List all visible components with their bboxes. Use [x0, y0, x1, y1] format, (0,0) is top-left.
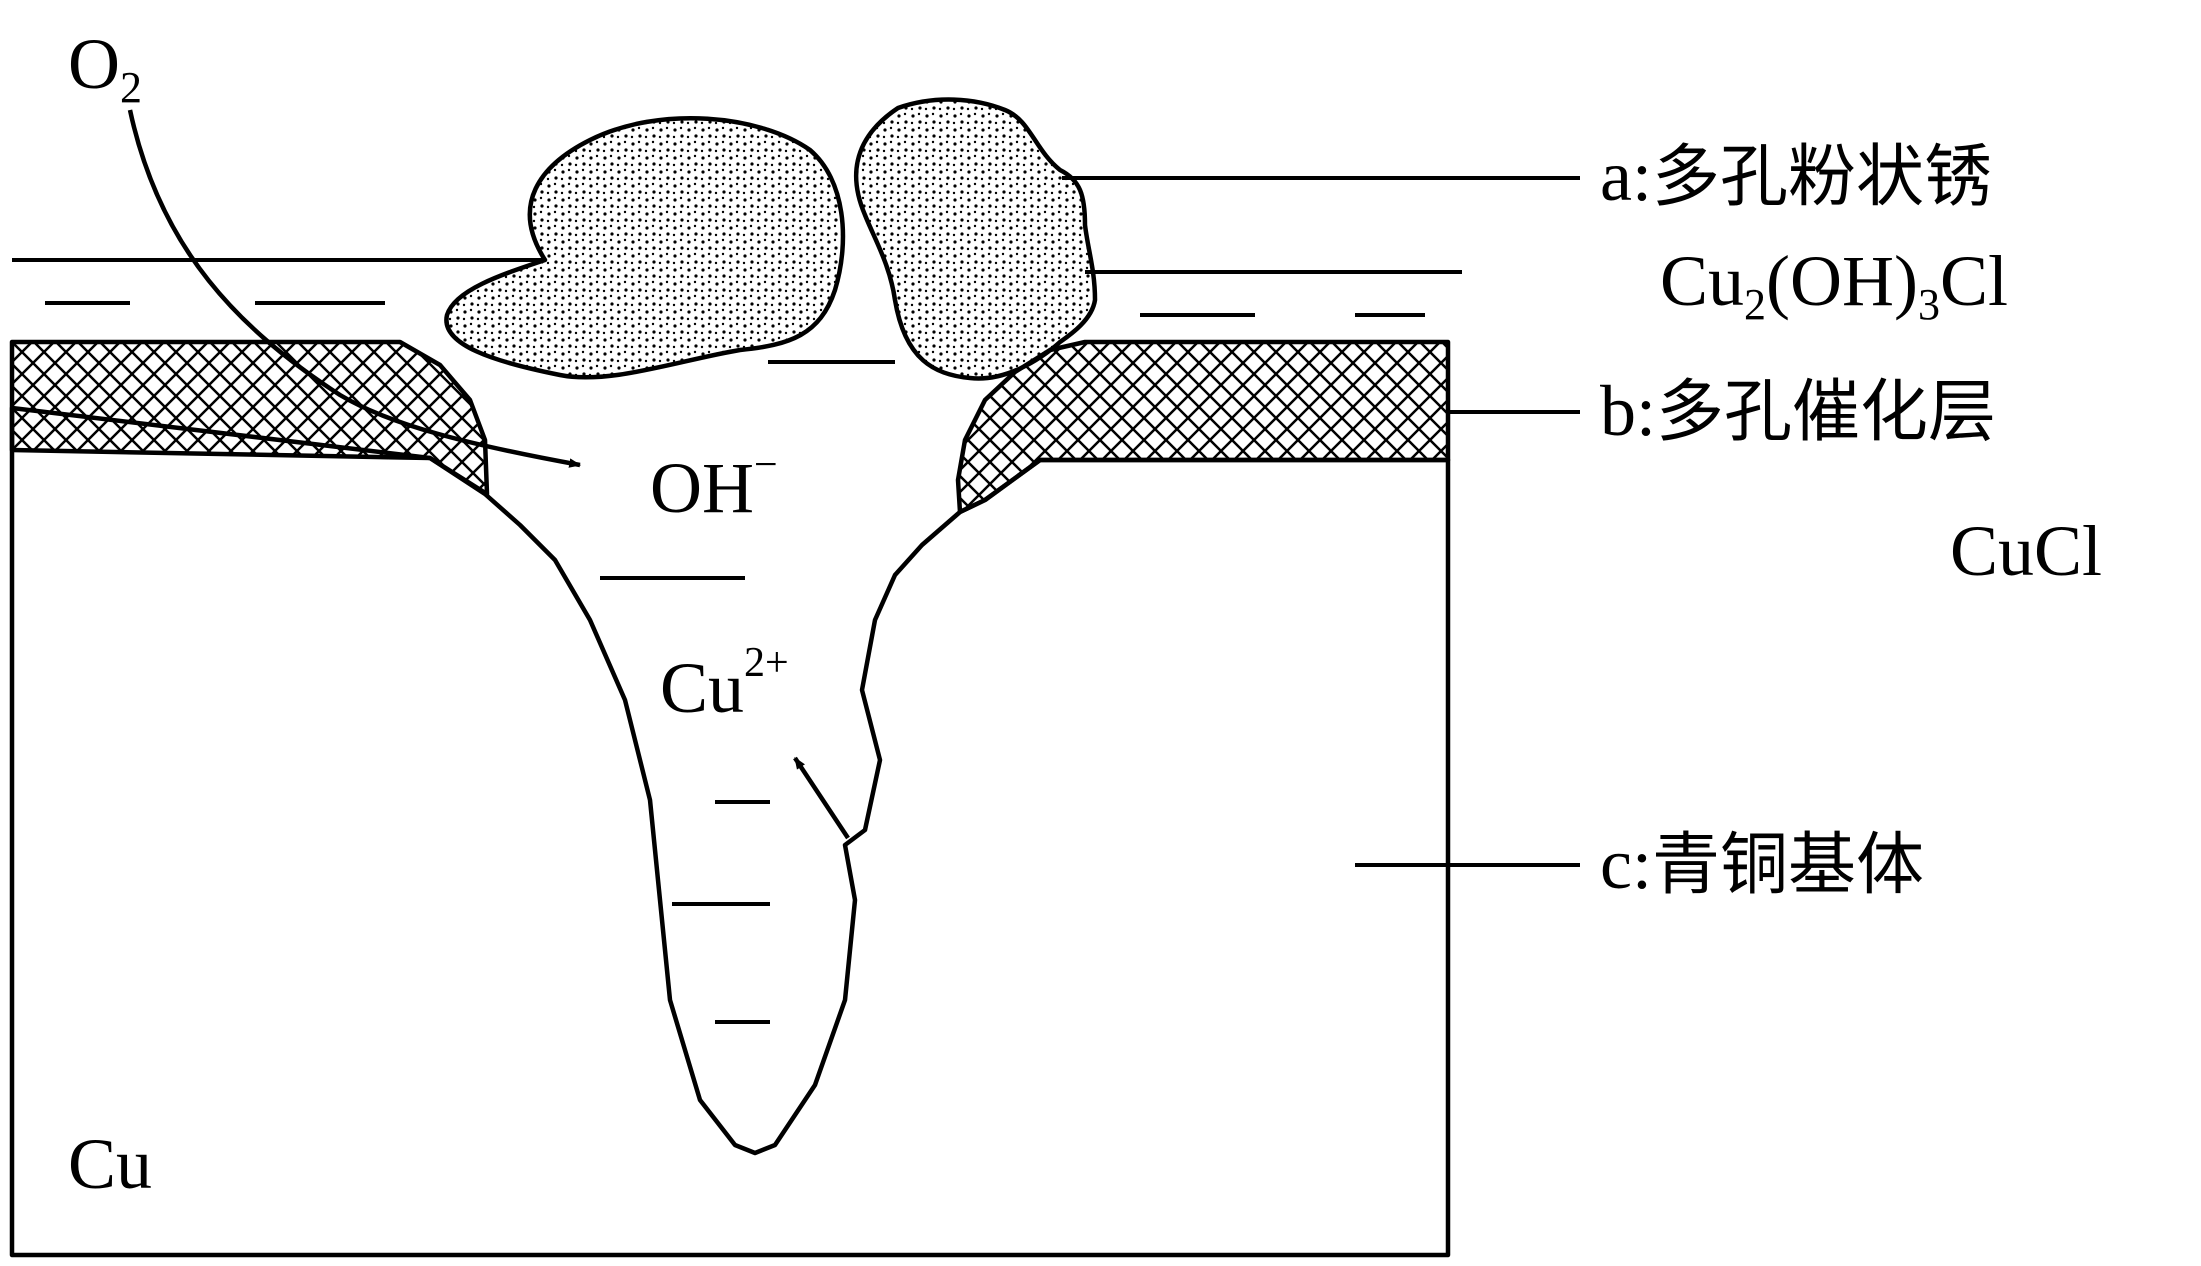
powdery-rust-left — [444, 115, 846, 380]
bronze-substrate — [9, 405, 1451, 1258]
cu-ion-label: Cu2+ — [660, 640, 789, 728]
o2-label: O2 — [68, 24, 142, 112]
label-a-formula: Cu2(OH)3Cl — [1660, 241, 2008, 329]
cu-ion-arrow — [793, 756, 850, 840]
oh-ion-label: OH− — [650, 442, 778, 528]
powdery-rust-right — [853, 97, 1098, 381]
o2-diffusion-arrow — [127, 109, 582, 468]
label-a: a:多孔粉状锈 — [1600, 136, 1992, 217]
label-b: b:多孔催化层 — [1600, 371, 1996, 452]
label-b-formula: CuCl — [1950, 511, 2102, 591]
label-c: c:青铜基体 — [1600, 824, 1924, 905]
cu-substrate-label: Cu — [68, 1124, 152, 1204]
catalytic-layer-left — [9, 339, 490, 497]
